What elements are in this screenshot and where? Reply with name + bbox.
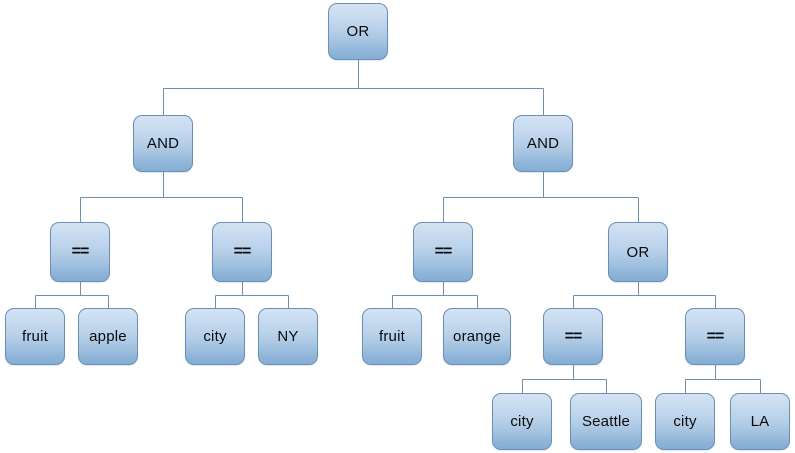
tree-node-leaf-n7[interactable]: fruit [5, 308, 65, 365]
tree-node-label: AND [526, 135, 560, 152]
tree-node-operator-n6[interactable]: OR [608, 222, 668, 282]
tree-node-label: AND [146, 135, 180, 152]
tree-node-label: == [434, 243, 453, 260]
tree-node-leaf-n12[interactable]: orange [443, 308, 511, 365]
tree-node-leaf-n10[interactable]: NY [258, 308, 318, 365]
tree-node-leaf-n17[interactable]: city [655, 393, 715, 450]
tree-node-comparison-n13[interactable]: == [543, 308, 603, 365]
tree-node-leaf-n9[interactable]: city [185, 308, 245, 365]
tree-node-label: city [673, 413, 697, 430]
tree-node-operator-n1[interactable]: AND [133, 115, 193, 172]
tree-node-label: fruit [378, 328, 405, 345]
tree-node-label: orange [453, 328, 501, 345]
tree-node-label: OR [626, 243, 650, 261]
tree-node-operator-n2[interactable]: AND [513, 115, 573, 172]
tree-node-leaf-n16[interactable]: Seattle [570, 393, 642, 450]
tree-node-label: == [233, 243, 252, 260]
tree-node-label: Seattle [581, 413, 631, 430]
tree-node-leaf-n8[interactable]: apple [78, 308, 138, 365]
tree-node-comparison-n4[interactable]: == [212, 222, 272, 282]
tree-node-label: NY [277, 328, 299, 345]
tree-node-comparison-n3[interactable]: == [50, 222, 110, 282]
tree-node-label: == [564, 327, 583, 345]
tree-node-comparison-n14[interactable]: == [685, 308, 745, 365]
tree-node-label: == [71, 243, 90, 260]
tree-node-label: OR [346, 23, 370, 40]
tree-node-leaf-n11[interactable]: fruit [362, 308, 422, 365]
tree-node-label: city [510, 413, 534, 430]
tree-node-label: apple [89, 328, 127, 345]
tree-node-label: LA [750, 413, 770, 430]
tree-node-comparison-n5[interactable]: == [413, 222, 473, 282]
tree-node-operator-n0[interactable]: OR [328, 3, 388, 60]
tree-node-label: == [706, 327, 725, 345]
tree-node-label: fruit [21, 328, 48, 345]
tree-node-leaf-n15[interactable]: city [492, 393, 552, 450]
tree-node-label: city [203, 328, 227, 345]
tree-node-leaf-n18[interactable]: LA [730, 393, 790, 450]
